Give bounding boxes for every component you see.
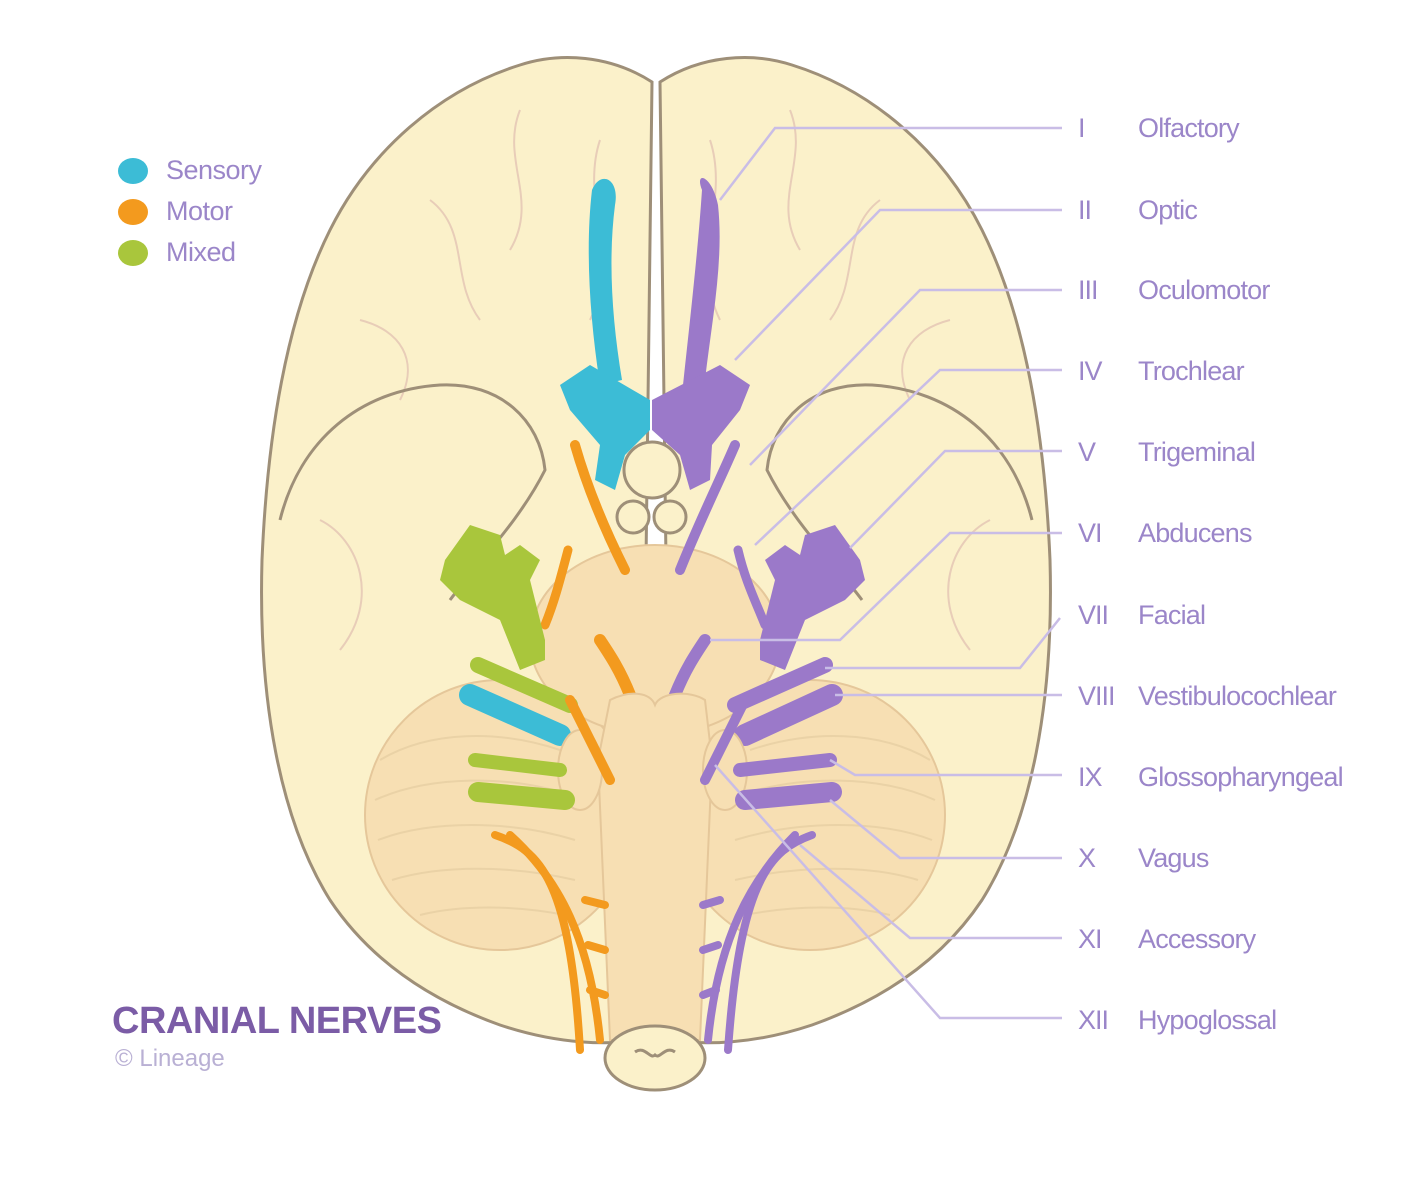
left-temporal-lobe: [278, 383, 547, 601]
abducens-left: [594, 634, 636, 701]
mixed-swatch: [118, 239, 148, 266]
nerve-numeral: VI: [1078, 517, 1103, 548]
trochlear-right: [733, 545, 770, 630]
vestibulocochlear-left: [459, 684, 571, 746]
nerve-numeral: XI: [1078, 923, 1103, 954]
legend-item-mixed: Mixed: [118, 232, 262, 273]
motor-swatch: [118, 198, 148, 225]
nerve-name: Vestibulocochlear: [1138, 680, 1337, 711]
nerve-numeral: XII: [1078, 1004, 1109, 1035]
optic-chiasm-right: [652, 365, 750, 490]
facial-right: [727, 657, 833, 713]
nerve-name: Trigeminal: [1138, 436, 1256, 467]
hypoglossal-root-left: [565, 695, 615, 785]
legend-label: Sensory: [166, 155, 262, 185]
mammillary-left: [615, 499, 651, 535]
nerve-label-abducens: VI Abducens: [1078, 515, 1253, 551]
abducens-right: [669, 634, 711, 701]
nerve-numeral: II: [1078, 194, 1092, 225]
vestibulocochlear-right: [734, 684, 843, 746]
nerve-name: Glossopharyngeal: [1138, 761, 1344, 792]
nerve-label-vagus: X Vagus: [1078, 840, 1209, 876]
nerve-name: Vagus: [1138, 842, 1209, 873]
nerve-numeral: V: [1078, 436, 1096, 467]
nerve-label-accessory: XI Accessory: [1078, 921, 1256, 957]
accessory-right: [699, 831, 816, 1054]
oculomotor-left: [570, 440, 630, 575]
glossopharyngeal-left: [468, 753, 567, 777]
vagus-root-right: [700, 695, 750, 785]
nerve-label-optic: II Optic: [1078, 192, 1198, 228]
sensory-swatch: [118, 157, 148, 184]
nerve-label-vestibulocochlear: VIII Vestibulocochlear: [1078, 678, 1337, 714]
nerve-numeral: IX: [1078, 761, 1103, 792]
nerve-label-olfactory: I Olfactory: [1078, 110, 1240, 146]
accessory-left: [491, 831, 609, 1054]
nerve-name: Hypoglossal: [1138, 1004, 1277, 1035]
nerve-name: Abducens: [1138, 517, 1253, 548]
oculomotor-right: [675, 440, 740, 575]
nerve-label-trochlear: IV Trochlear: [1078, 353, 1245, 389]
pituitary: [622, 440, 682, 500]
nerve-numeral: I: [1078, 112, 1086, 143]
nerve-label-facial: VII Facial: [1078, 597, 1206, 633]
nerve-name: Optic: [1138, 194, 1198, 225]
legend: Sensory Motor Mixed: [118, 150, 262, 273]
nerve-numeral: III: [1078, 274, 1099, 305]
vagus-right: [735, 782, 842, 810]
nerve-label-oculomotor: III Oculomotor: [1078, 272, 1270, 308]
nerve-numeral: VIII: [1078, 680, 1116, 711]
nerve-name: Trochlear: [1138, 355, 1245, 386]
copyright-credit: © Lineage: [115, 1045, 225, 1072]
facial-left: [470, 657, 578, 713]
vagus-left: [468, 782, 575, 810]
mammillary-right: [652, 499, 688, 535]
leader-lines: [710, 126, 1062, 1020]
nerve-numeral: X: [1078, 842, 1096, 873]
olfactory-tract-left: [588, 178, 622, 385]
nerve-name: Olfactory: [1138, 112, 1240, 143]
legend-item-motor: Motor: [118, 191, 262, 232]
nerve-name: Oculomotor: [1138, 274, 1270, 305]
nerve-name: Accessory: [1138, 923, 1256, 954]
nerve-name: Facial: [1138, 599, 1206, 630]
spinal-cord-section: [603, 1024, 707, 1092]
optic-chiasm-left: [560, 365, 650, 490]
legend-label: Mixed: [166, 237, 236, 267]
legend-item-sensory: Sensory: [118, 150, 262, 191]
glossopharyngeal-right: [733, 753, 837, 777]
nerve-numeral: VII: [1078, 599, 1109, 630]
diagram-title: CRANIAL NERVES: [112, 1000, 442, 1042]
spinal-grey-matter: [634, 1048, 676, 1058]
nerve-label-glossopharyngeal: IX Glossopharyngeal: [1078, 759, 1344, 795]
trigeminal-left: [440, 525, 545, 670]
medulla: [596, 692, 714, 1041]
nerve-label-hypoglossal: XII Hypoglossal: [1078, 1002, 1277, 1038]
trigeminal-right: [760, 525, 865, 670]
trochlear-left: [540, 545, 573, 630]
olfactory-tract-right: [683, 178, 720, 385]
nerve-label-trigeminal: V Trigeminal: [1078, 434, 1256, 470]
legend-label: Motor: [166, 196, 233, 226]
nerve-numeral: IV: [1078, 355, 1103, 386]
